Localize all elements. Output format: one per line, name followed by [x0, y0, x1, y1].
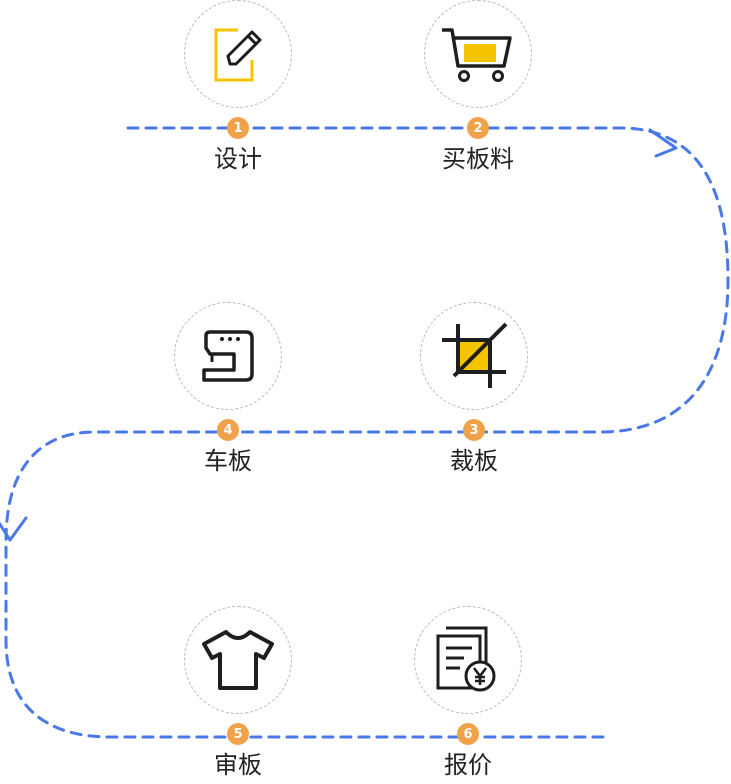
step-label: 审板	[214, 751, 262, 779]
step-icon-circle	[184, 0, 292, 108]
step-number-badge: 2	[467, 117, 489, 139]
step-icon-circle	[424, 0, 532, 108]
step-icon-circle	[174, 302, 282, 410]
invoice-yen-icon	[436, 626, 496, 692]
step-number-badge: 5	[227, 723, 249, 745]
step-number-badge: 1	[227, 117, 249, 139]
tshirt-icon	[202, 630, 274, 690]
crop-icon	[442, 322, 508, 388]
step-icon-circle	[420, 302, 528, 410]
step-label: 设计	[214, 145, 262, 173]
pencil-edit-icon	[214, 28, 262, 82]
step-number-badge: 3	[463, 419, 485, 441]
arrowhead-icon	[648, 128, 678, 158]
step-number-badge: 4	[217, 419, 239, 441]
step-label: 裁板	[450, 447, 498, 475]
sewing-machine-icon	[202, 330, 254, 382]
step-label: 买板料	[442, 145, 514, 173]
step-icon-circle	[414, 606, 522, 714]
shopping-cart-icon	[442, 28, 512, 82]
step-icon-circle	[184, 606, 292, 714]
step-number-badge: 6	[457, 723, 479, 745]
arrowhead-icon	[0, 516, 28, 542]
step-label: 报价	[444, 751, 492, 779]
step-label: 车板	[204, 447, 252, 475]
